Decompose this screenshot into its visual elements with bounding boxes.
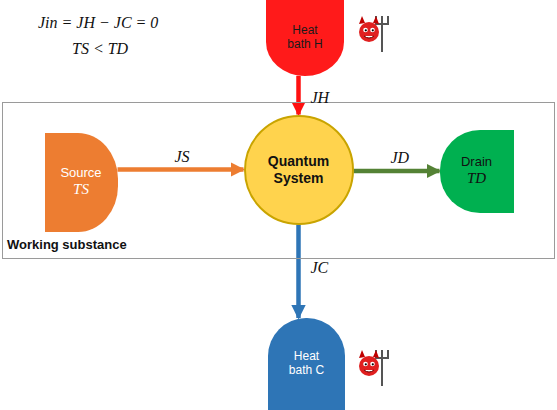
flux-label: JC <box>311 259 329 277</box>
flow-arrow <box>296 76 301 115</box>
node-title: Heat bath C <box>283 350 331 378</box>
drain-reservoir: DrainTD <box>440 130 514 213</box>
flux-label: JD <box>391 149 410 167</box>
node-title: Quantum System <box>259 153 339 185</box>
heat-bath: Heat bath C <box>268 318 345 410</box>
flux-label: JH <box>311 89 330 107</box>
devil-icon <box>359 16 388 52</box>
quantum-system-circle: Quantum System <box>244 115 354 225</box>
node-title: Drain <box>461 155 492 170</box>
flux-label: JS <box>175 148 190 166</box>
flow-arrow <box>354 169 440 174</box>
node-title: Heat bath H <box>281 24 329 52</box>
equation-label: TS < TD <box>72 40 128 58</box>
devil-icon <box>359 350 388 386</box>
equation-label: Jin = JH − JC = 0 <box>38 14 158 32</box>
flow-arrow <box>296 225 301 319</box>
working-substance-box: Working substance SourceTS Quantum System D… <box>2 102 555 259</box>
temperature-label: TS <box>73 181 89 198</box>
source-reservoir: SourceTS <box>45 133 118 232</box>
heat-bath: Heat bath H <box>266 0 344 76</box>
node-title: Working substance <box>7 238 127 253</box>
node-title: Source <box>60 166 101 181</box>
temperature-label: TD <box>467 170 486 187</box>
flow-arrow <box>118 167 244 172</box>
